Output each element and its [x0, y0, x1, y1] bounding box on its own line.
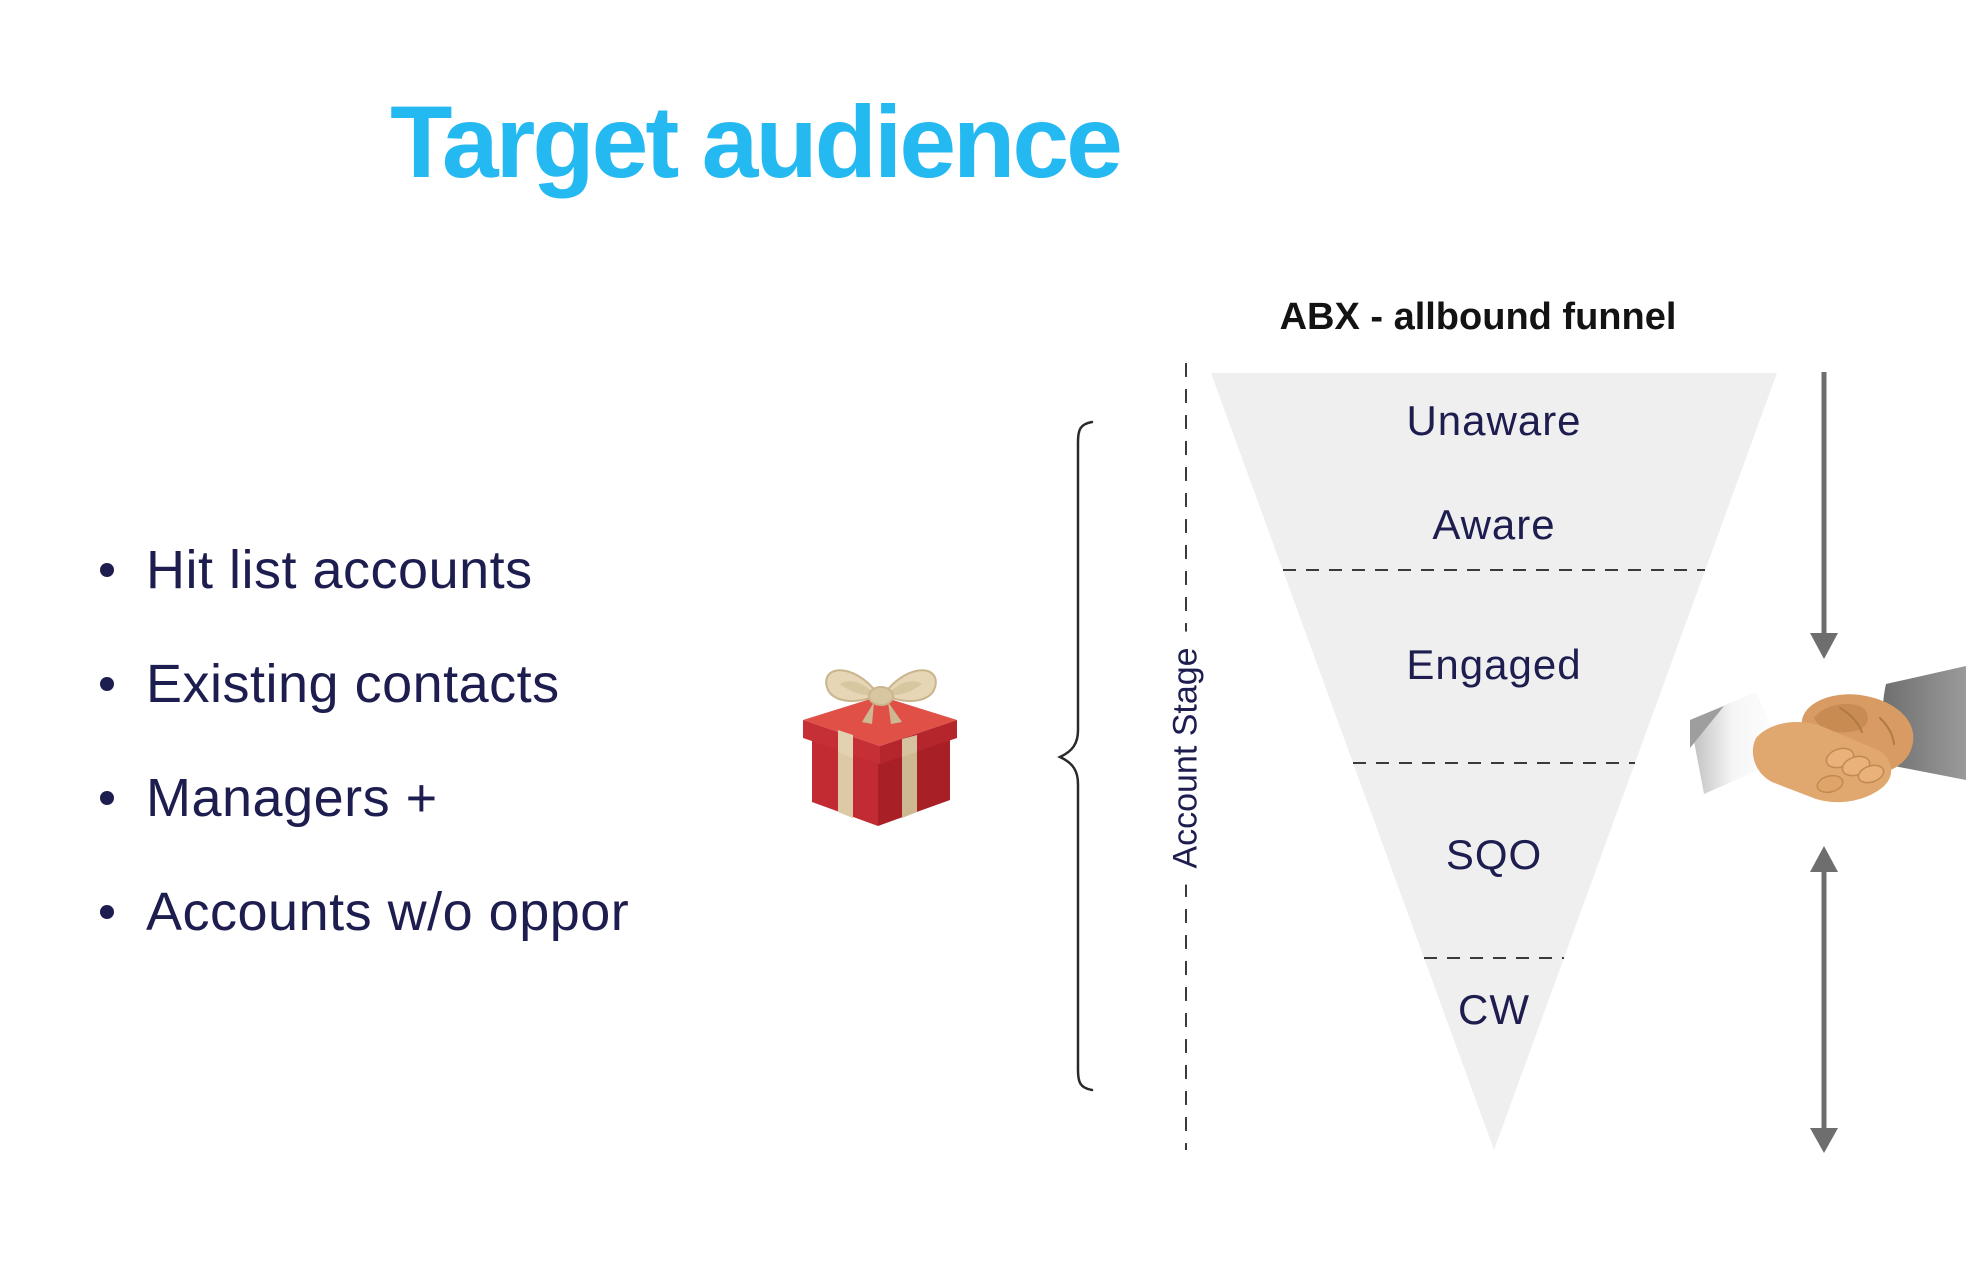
arrow-down-icon — [1810, 372, 1838, 659]
bullet-dot-icon — [100, 905, 114, 919]
funnel-shape — [1211, 373, 1777, 1150]
stage-label-sqo: SQO — [1445, 831, 1543, 878]
funnel-title: ABX - allbound funnel — [1279, 296, 1677, 338]
stage-label-engaged: Engaged — [1406, 641, 1582, 688]
bullet-list: Hit list accounts Existing contacts Mana… — [100, 513, 629, 969]
page-title: Target audience — [390, 85, 1123, 199]
stage-label-cw: CW — [1458, 986, 1530, 1033]
arrow-up-down-icon — [1810, 846, 1838, 1153]
handshake-icon — [1690, 666, 1966, 803]
bullet-dot-icon — [100, 563, 114, 577]
list-item: Hit list accounts — [100, 513, 629, 627]
bullet-dot-icon — [100, 677, 114, 691]
stage-label-unaware: Unaware — [1406, 397, 1582, 444]
bullet-label: Hit list accounts — [146, 540, 533, 600]
gift-icon — [803, 669, 957, 826]
bullet-label: Managers + — [146, 768, 438, 828]
list-item: Managers + — [100, 741, 629, 855]
account-stage-label: Account Stage — [1156, 631, 1216, 885]
bullet-label: Existing contacts — [146, 654, 560, 714]
bullet-dot-icon — [100, 791, 114, 805]
bullet-label: Accounts w/o oppor — [146, 882, 630, 942]
curly-brace-icon — [1057, 420, 1094, 1092]
stage-label-aware: Aware — [1432, 501, 1556, 548]
list-item: Existing contacts — [100, 627, 629, 741]
funnel-diagram — [1185, 363, 1838, 1153]
list-item: Accounts w/o oppor — [100, 855, 629, 969]
